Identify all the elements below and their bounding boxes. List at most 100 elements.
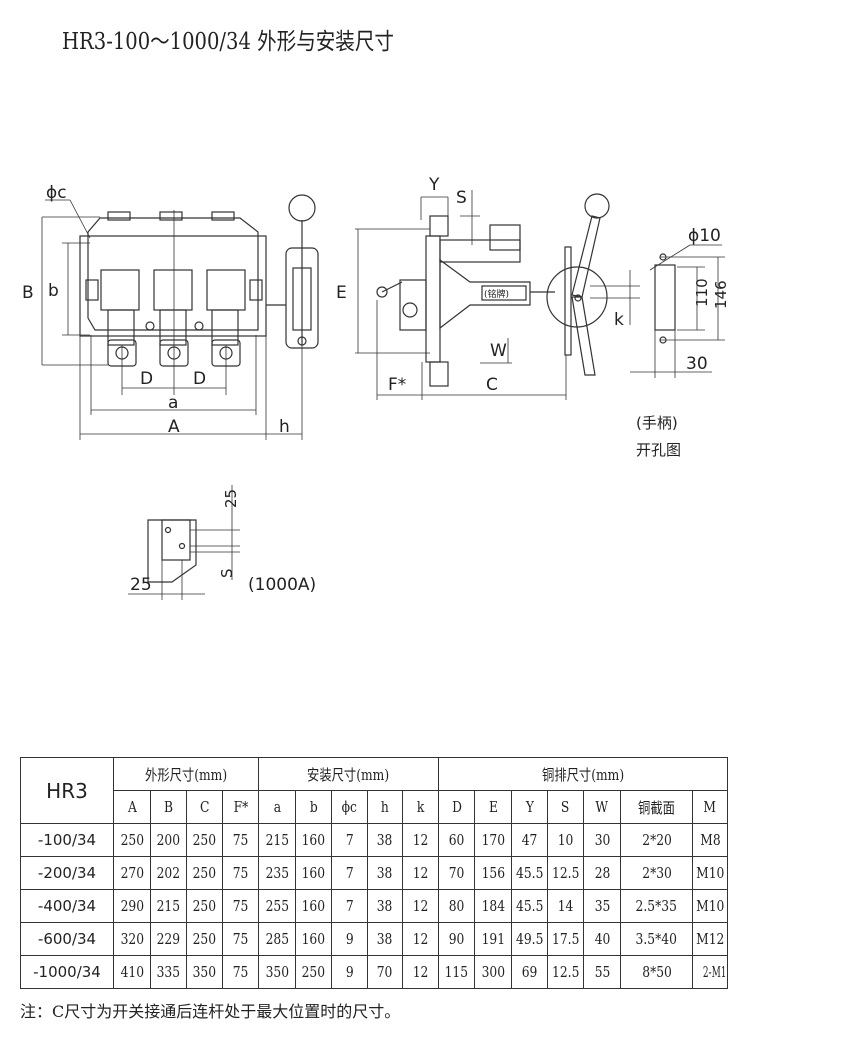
value-cell: 160 bbox=[295, 889, 333, 923]
column-header: A bbox=[113, 790, 151, 824]
value-cell: 250 bbox=[113, 823, 151, 857]
value-cell: 202 bbox=[150, 856, 187, 890]
value-cell: 160 bbox=[295, 856, 333, 890]
value-cell: 49.5 bbox=[511, 922, 549, 956]
value-cell: 250 bbox=[186, 922, 223, 956]
label-D-2: D bbox=[193, 369, 206, 389]
value-cell: 350 bbox=[186, 955, 223, 989]
value-cell: 69 bbox=[511, 955, 549, 989]
column-header: k bbox=[402, 790, 440, 824]
column-header: h bbox=[367, 790, 404, 824]
column-header: ϕc bbox=[331, 790, 369, 824]
label-B: B bbox=[22, 283, 34, 303]
value-cell: 75 bbox=[221, 856, 260, 890]
page-title: HR3-100～1000/34 外形与安装尺寸 bbox=[62, 29, 394, 55]
column-header: F* bbox=[221, 790, 260, 824]
value-cell: 255 bbox=[258, 889, 297, 923]
value-cell: 215 bbox=[258, 823, 297, 857]
value-cell: 160 bbox=[295, 823, 333, 857]
column-header: 铜截面 bbox=[620, 790, 694, 824]
value-cell: 229 bbox=[150, 922, 187, 956]
value-cell: 70 bbox=[367, 955, 404, 989]
value-cell: 184 bbox=[474, 889, 513, 923]
value-cell: 38 bbox=[367, 856, 404, 890]
value-cell: 2*20 bbox=[620, 823, 694, 857]
value-cell: 10 bbox=[547, 823, 585, 857]
group-header-copper-bar: 铜排尺寸(mm) bbox=[438, 757, 729, 791]
value-cell: 35 bbox=[583, 889, 622, 923]
value-cell: 75 bbox=[221, 922, 260, 956]
value-cell: 38 bbox=[367, 823, 404, 857]
label-F: F* bbox=[388, 375, 406, 395]
column-header: B bbox=[150, 790, 187, 824]
value-cell: 12 bbox=[402, 889, 440, 923]
footnote: 注：C尺寸为开关接通后连杆处于最大位置时的尺寸。 bbox=[20, 1002, 401, 1021]
value-cell: 285 bbox=[258, 922, 297, 956]
value-cell: 170 bbox=[474, 823, 513, 857]
value-cell: M10 bbox=[692, 856, 729, 890]
model-cell: -200/34 bbox=[20, 856, 114, 890]
group-header-outline: 外形尺寸(mm) bbox=[112, 757, 260, 791]
column-header: D bbox=[438, 790, 476, 824]
value-cell: 40 bbox=[583, 922, 622, 956]
value-cell: 7 bbox=[331, 856, 369, 890]
value-cell: M10 bbox=[692, 889, 729, 923]
value-cell: 215 bbox=[150, 889, 187, 923]
value-cell: M8 bbox=[692, 823, 729, 857]
detail-1000a bbox=[128, 485, 240, 600]
value-cell: 12.5 bbox=[547, 856, 585, 890]
model-cell: -100/34 bbox=[20, 823, 114, 857]
label-1000a: (1000A) bbox=[248, 575, 316, 595]
value-cell: 156 bbox=[474, 856, 513, 890]
label-A: A bbox=[168, 417, 180, 437]
label-phi-10: ϕ10 bbox=[688, 226, 721, 246]
value-cell: 350 bbox=[258, 955, 297, 989]
value-cell: 12 bbox=[402, 856, 440, 890]
value-cell: 12 bbox=[402, 955, 440, 989]
model-header: HR3 bbox=[20, 757, 114, 824]
value-cell: 70 bbox=[438, 856, 476, 890]
value-cell: 200 bbox=[150, 823, 187, 857]
value-cell: 45.5 bbox=[511, 856, 549, 890]
value-cell: 60 bbox=[438, 823, 476, 857]
label-b: b bbox=[48, 281, 59, 301]
label-25-top: 25 bbox=[222, 489, 240, 508]
handle-caption-2: 开孔图 bbox=[636, 441, 681, 459]
nameplate-label: (铭牌) bbox=[484, 288, 509, 300]
column-header: C bbox=[186, 790, 223, 824]
value-cell: 12 bbox=[402, 922, 440, 956]
value-cell: 7 bbox=[331, 823, 369, 857]
value-cell: 270 bbox=[113, 856, 151, 890]
label-k: k bbox=[614, 310, 624, 330]
label-25-left: 25 bbox=[130, 575, 152, 595]
value-cell: 38 bbox=[367, 922, 404, 956]
value-cell: 9 bbox=[331, 922, 369, 956]
label-a: a bbox=[168, 393, 178, 413]
group-header-mounting: 安装尺寸(mm) bbox=[258, 757, 440, 791]
value-cell: 12.5 bbox=[547, 955, 585, 989]
value-cell: M12 bbox=[692, 922, 729, 956]
value-cell: 250 bbox=[186, 823, 223, 857]
model-cell: -1000/34 bbox=[20, 955, 114, 989]
label-s-small: S bbox=[218, 568, 236, 578]
front-view bbox=[41, 194, 319, 440]
value-cell: 335 bbox=[150, 955, 187, 989]
value-cell: 2*30 bbox=[620, 856, 694, 890]
label-Y: Y bbox=[428, 175, 440, 195]
column-header: W bbox=[583, 790, 622, 824]
model-cell: -600/34 bbox=[20, 922, 114, 956]
value-cell: 9 bbox=[331, 955, 369, 989]
column-header: S bbox=[547, 790, 585, 824]
value-cell: 290 bbox=[113, 889, 151, 923]
value-cell: 90 bbox=[438, 922, 476, 956]
value-cell: 300 bbox=[474, 955, 513, 989]
value-cell: 17.5 bbox=[547, 922, 585, 956]
value-cell: 28 bbox=[583, 856, 622, 890]
side-view bbox=[355, 190, 725, 400]
column-header: b bbox=[295, 790, 333, 824]
